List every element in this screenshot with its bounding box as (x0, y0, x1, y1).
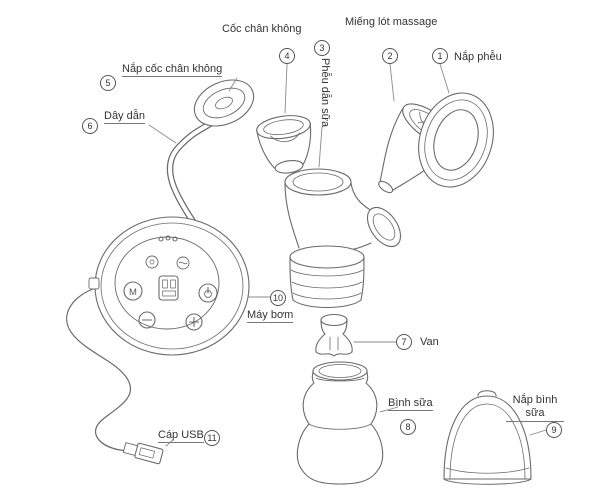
part-label-tube: Dây dẫn (104, 110, 145, 124)
part-number-7: 7 (396, 334, 412, 350)
pump-minus-button (138, 311, 156, 329)
pump-mode-button-label: M (129, 287, 137, 298)
part-number-9: 9 (546, 422, 562, 438)
air-tube-illustration (166, 114, 221, 230)
part-label-massage-pad: Miếng lót massage (345, 16, 438, 28)
leader-lines (148, 63, 547, 447)
vacuum-cup-illustration (256, 115, 312, 174)
part-label-vacuum-cup-cap: Nắp cốc chân không (122, 63, 223, 77)
milk-funnel-illustration (284, 168, 402, 308)
part-number-4: 4 (279, 48, 295, 64)
part-label-bottle: Bình sữa (388, 397, 433, 411)
part-number-3: 3 (314, 40, 330, 56)
part-label-usb-cable: Cáp USB (158, 429, 204, 443)
part-label-milk-funnel: Phễu dẫn sữa (319, 58, 331, 128)
pump-plus-button (185, 313, 203, 331)
bottle-cap-illustration (443, 390, 532, 485)
part-number-2: 2 (382, 48, 398, 64)
part-number-5: 5 (100, 75, 116, 91)
milk-bottle-illustration (296, 361, 384, 485)
valve-illustration (315, 313, 353, 357)
part-label-vacuum-cup: Cốc chân không (222, 23, 302, 35)
pump-power-button (198, 283, 218, 303)
part-label-bottle-cap: Nắp bình sữa (506, 394, 564, 422)
usb-cable-illustration (66, 288, 164, 465)
vacuum-cup-cap-illustration (193, 79, 255, 127)
part-number-8: 8 (400, 419, 416, 435)
funnel-cap-illustration (418, 92, 494, 188)
part-number-11: 11 (204, 430, 220, 446)
pump-mode-button (123, 281, 143, 301)
part-number-10: 10 (270, 290, 286, 306)
part-label-pump: Máy bơm (247, 309, 294, 323)
part-number-1: 1 (432, 48, 448, 64)
part-label-valve: Van (420, 336, 439, 348)
part-label-funnel-cap: Nắp phễu (454, 51, 502, 63)
pump-illustration: M (88, 216, 250, 356)
part-number-6: 6 (82, 118, 98, 134)
